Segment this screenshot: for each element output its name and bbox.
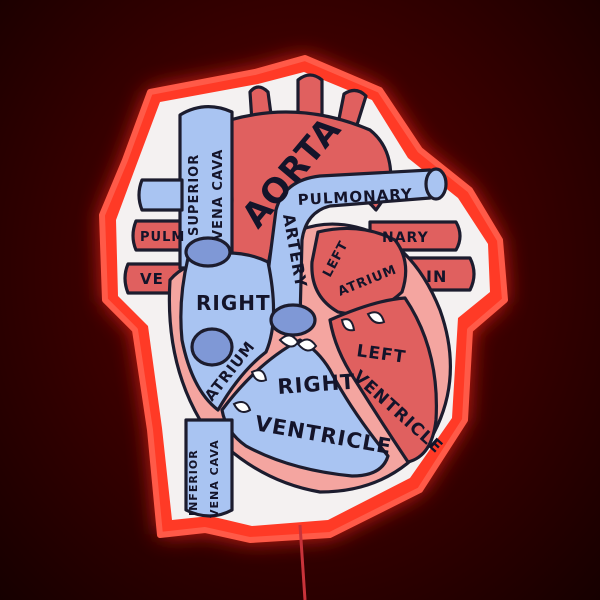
- left-atrium: [310, 226, 408, 316]
- label-superior-1: SUPERIOR: [187, 154, 202, 236]
- right-atrium: [179, 251, 276, 412]
- label-in-right: IN: [426, 267, 447, 286]
- label-ve-left: VE: [140, 270, 164, 288]
- label-right-atrium-1: RIGHT: [196, 291, 271, 315]
- power-cord: [298, 524, 307, 600]
- heart-valves: [232, 311, 386, 413]
- label-inferior-2: VENA CAVA: [208, 439, 221, 518]
- label-pulm-left: PULM: [140, 230, 185, 245]
- tricuspid-opening: [190, 327, 234, 367]
- pulmonary-artery-opening: [424, 167, 448, 201]
- pulmonary-branch-left: [137, 178, 184, 212]
- label-nary-right: NARY: [382, 230, 429, 246]
- label-right-ventricle-1: RIGHT: [277, 370, 357, 399]
- left-ventricle: [328, 296, 438, 464]
- label-inferior-1: INFERIOR: [187, 449, 200, 516]
- pulmonary-valve-opening: [269, 303, 317, 337]
- inferior-vena-cava: [184, 418, 234, 518]
- superior-vena-cava: [178, 105, 234, 270]
- label-superior-2: VENA CAVA: [211, 149, 226, 240]
- superior-vena-cava-opening: [184, 236, 232, 268]
